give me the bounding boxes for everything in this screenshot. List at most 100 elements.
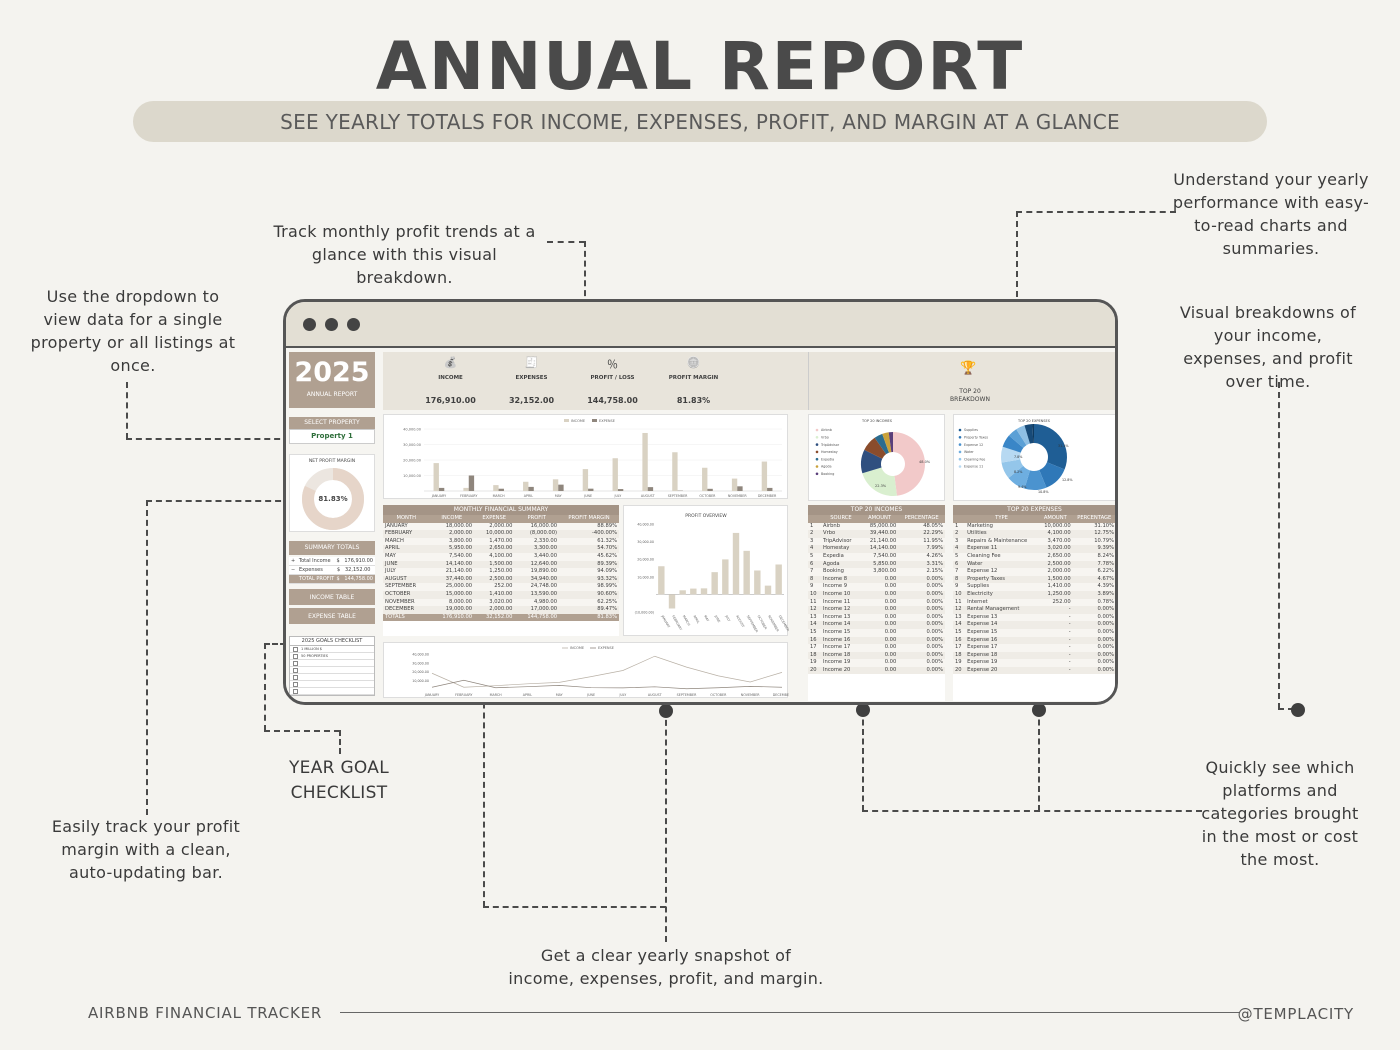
- table-cell: Income 20: [821, 666, 861, 675]
- table-cell: 2: [808, 530, 822, 538]
- x-tick-label: FEBRUARY: [671, 615, 683, 632]
- goal-checkbox[interactable]: [293, 667, 298, 673]
- legend-swatch: [815, 436, 819, 439]
- data-label: 8.2%: [1014, 470, 1022, 474]
- legend-label: Homestay: [821, 450, 838, 454]
- goal-checkbox[interactable]: [293, 688, 298, 694]
- column-header: INCOME: [429, 515, 475, 523]
- table-cell: Income 17: [821, 644, 861, 652]
- legend-swatch: [958, 428, 962, 432]
- goal-checkbox[interactable]: [293, 681, 298, 687]
- pie-slice: [1008, 465, 1030, 489]
- x-tick-label: FEBRUARY: [460, 494, 478, 498]
- connector-line: [483, 906, 666, 908]
- x-tick-label: DECEMBER: [758, 494, 777, 498]
- connector-line: [339, 730, 341, 754]
- footer-handle: @TEMPLACITY: [1237, 1005, 1354, 1023]
- legend-swatch: [958, 465, 962, 468]
- table-cell: (8,000.00): [514, 530, 560, 538]
- bar: [668, 594, 676, 609]
- bar: [438, 487, 445, 491]
- goal-checkbox[interactable]: [293, 653, 298, 659]
- bar: [523, 481, 529, 491]
- table-cell: 6.22%: [1072, 568, 1115, 576]
- window-maximize-icon[interactable]: [347, 317, 360, 331]
- data-label: 12.8%: [1062, 478, 1072, 482]
- table-cell: 24,748.00: [514, 583, 560, 591]
- bar: [722, 559, 729, 595]
- table-cell: 0.00%: [1072, 666, 1115, 675]
- connector-line: [547, 241, 585, 243]
- connector-line: [862, 810, 1202, 812]
- legend-label: Water: [964, 450, 974, 454]
- bar: [498, 488, 504, 491]
- legend-label: Booking: [821, 472, 834, 476]
- table-cell: 2,650.00: [474, 545, 515, 553]
- data-label: 10.8%: [1038, 490, 1048, 494]
- table-cell: Utilities: [965, 530, 1039, 538]
- table-cell: 2.15%: [898, 568, 945, 576]
- expense-table-button[interactable]: EXPENSE TABLE: [289, 608, 375, 624]
- summary-sign: [291, 575, 299, 583]
- data-label: 9.4%: [1018, 485, 1026, 489]
- connector-dot: [659, 704, 673, 718]
- table-cell: 39,440.00: [860, 530, 899, 538]
- table-cell: -: [1038, 613, 1073, 622]
- summary-sign: −: [291, 567, 296, 573]
- legend-label: Expense 11: [964, 465, 983, 469]
- window-minimize-icon[interactable]: [325, 317, 338, 331]
- pie-slice: [864, 437, 887, 459]
- connector-dot: [1032, 703, 1046, 717]
- pie-slice: [874, 433, 889, 455]
- table-cell: Booking: [821, 568, 861, 576]
- table-cell: 0.00%: [1072, 636, 1115, 645]
- table-cell: 0.00%: [1072, 621, 1115, 629]
- connector-line: [146, 500, 148, 815]
- x-tick-label: AUGUST: [641, 494, 656, 498]
- table-cell: Property Taxes: [965, 575, 1039, 584]
- goal-checkbox[interactable]: [293, 660, 298, 666]
- table-cell: 3.89%: [1072, 590, 1115, 599]
- table-cell: Expedia: [821, 552, 861, 561]
- table-cell: 1,500.00: [474, 560, 515, 569]
- kpi-value: 81.83%: [676, 396, 711, 405]
- income-table-button[interactable]: INCOME TABLE: [289, 589, 375, 605]
- legend-label: Expedia: [821, 457, 834, 461]
- goal-checkbox[interactable]: [293, 674, 298, 680]
- bar: [767, 487, 773, 491]
- window-close-icon[interactable]: [303, 317, 316, 331]
- table-cell: 0.00%: [1072, 644, 1115, 652]
- margin-donut: 81.83%: [302, 468, 364, 530]
- table-cell: 15,000.00: [429, 590, 475, 599]
- table-cell: Agoda: [821, 560, 861, 569]
- margin-donut-value: 81.83%: [318, 495, 347, 503]
- bar: [658, 566, 665, 595]
- pie-slice: [882, 432, 892, 453]
- table-cell: Income 12: [821, 606, 861, 614]
- table-cell: 4.67%: [1072, 575, 1115, 584]
- table-cell: Income 14: [821, 621, 861, 629]
- x-tick-label: OCTOBER: [699, 494, 716, 498]
- table-cell: 0.00%: [898, 644, 945, 652]
- property-dropdown[interactable]: Property 1: [289, 429, 375, 444]
- margin-donut-fill: [302, 468, 364, 530]
- table-cell: Marketing: [965, 522, 1039, 531]
- goal-checkbox[interactable]: [293, 646, 298, 652]
- x-tick-label: MAY: [555, 494, 563, 498]
